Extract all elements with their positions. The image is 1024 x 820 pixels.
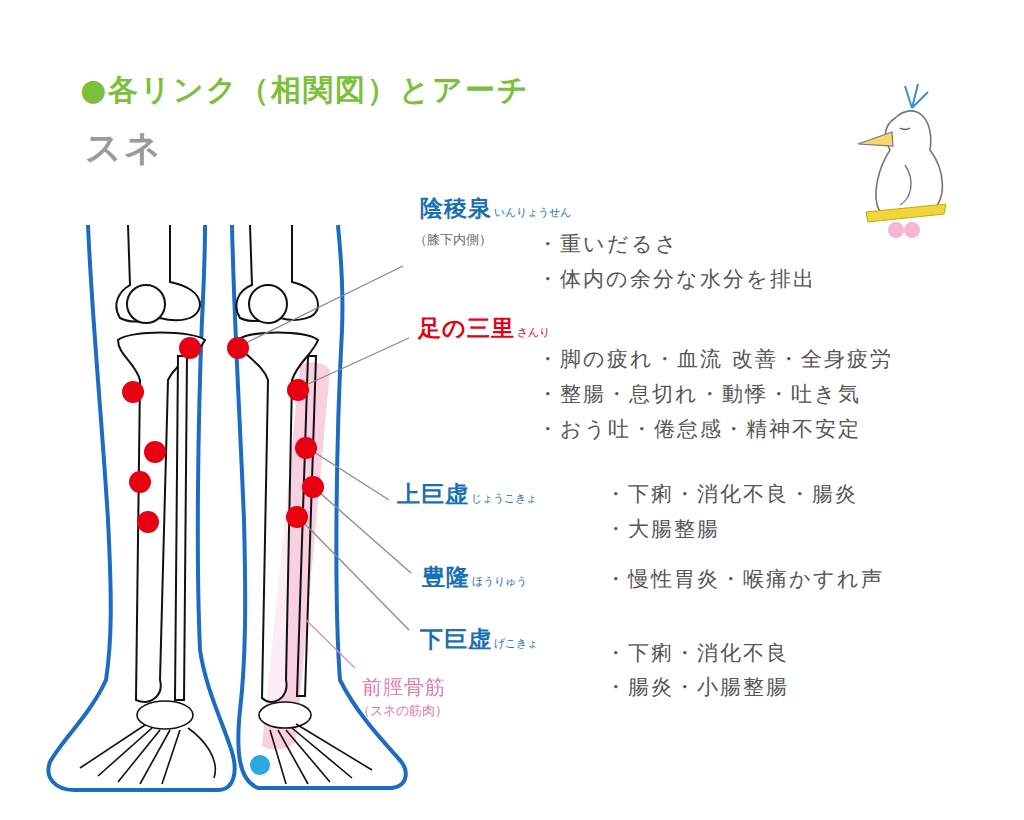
- acupoint-dot: [286, 506, 308, 528]
- muscle-name: 前脛骨筋: [362, 675, 446, 699]
- point-reading: じょうこきょ: [471, 492, 537, 505]
- acupoint-dot: [295, 437, 317, 459]
- label-slot: ・慢性胃炎・喉痛かすれ声: [605, 567, 884, 592]
- label-slot: ・腸炎・小腸整腸: [605, 675, 789, 700]
- label-slot: （スネの筋肉）: [357, 703, 448, 719]
- leader-line: [314, 452, 389, 500]
- label-slot: げこきょ: [494, 637, 538, 650]
- label-slot: さんり: [517, 326, 550, 339]
- muscle-note: （スネの筋肉）: [357, 703, 448, 719]
- ankle-bone: [259, 702, 311, 728]
- label-slot: ・下痢・消化不良・腸炎: [605, 482, 858, 507]
- leader-line: [304, 523, 409, 630]
- label-slot: ほうりゅう: [472, 575, 527, 588]
- leader-line: [306, 620, 355, 668]
- arch-dot: [250, 755, 270, 775]
- acupoint-dot: [287, 379, 309, 401]
- leader-lines: [246, 266, 411, 630]
- leader-line: [306, 338, 409, 385]
- point-reading: げこきょ: [494, 637, 538, 650]
- bird-body: [876, 111, 943, 212]
- label-slot: スネ: [85, 126, 163, 169]
- heel-bone: [188, 728, 215, 778]
- label-slot: じょうこきょ: [471, 492, 537, 505]
- leader-line: [246, 266, 403, 343]
- acupoint-dot: [302, 476, 324, 498]
- acupoint-dots: [122, 337, 324, 533]
- acupoint-dot: [144, 441, 166, 463]
- label-slot: ・下痢・消化不良: [605, 641, 789, 666]
- point-name: 豊隆: [422, 564, 470, 592]
- label-slot: 足の三里: [418, 315, 515, 343]
- acupoint-dot: [179, 337, 201, 359]
- label-slot: 下巨虚: [420, 626, 492, 654]
- label-slot: 上巨虚: [397, 481, 469, 509]
- acupoint-dot: [227, 337, 249, 359]
- point-name: 陰稜泉: [420, 195, 492, 223]
- patella: [127, 285, 165, 323]
- label-slot: 陰稜泉: [420, 195, 492, 223]
- point-name: 足の三里: [418, 315, 515, 343]
- label-slot: （膝下内側）: [414, 232, 492, 248]
- label-slot: ・重いだるさ: [537, 232, 679, 257]
- foot-bone: [162, 730, 180, 784]
- bird-beak: [858, 132, 893, 146]
- effect-text: ・下痢・消化不良: [605, 641, 789, 666]
- label-slot: ・体内の余分な水分を排出: [537, 267, 816, 292]
- bird-wing: [900, 165, 911, 205]
- point-reading: いんりょうせん: [494, 206, 571, 219]
- acupoint-dot: [137, 511, 159, 533]
- point-name: 上巨虚: [397, 481, 469, 509]
- effect-text: ・脚の疲れ・血流 改善・全身疲労: [537, 347, 893, 372]
- skateboard: [866, 204, 946, 222]
- patella: [249, 285, 287, 323]
- label-slot: ・整腸・息切れ・動悸・吐き気: [537, 382, 861, 407]
- point-reading: さんり: [517, 326, 550, 339]
- foot-bone: [270, 730, 286, 784]
- point-name: 下巨虚: [420, 626, 492, 654]
- acupoint-dot: [122, 381, 144, 403]
- section-heading: スネ: [85, 126, 163, 169]
- foot-bone: [278, 730, 308, 784]
- left-leg-outline: [48, 225, 234, 790]
- effect-text: ・下痢・消化不良・腸炎: [605, 482, 858, 507]
- effect-text: ・整腸・息切れ・動悸・吐き気: [537, 382, 861, 407]
- bird-eye: [900, 128, 910, 130]
- label-slot: ・おう吐・倦怠感・精神不安定: [537, 417, 861, 442]
- foot-bones: [80, 701, 215, 784]
- skateboard-wheel: [904, 222, 920, 238]
- ankle-bone: [137, 701, 193, 729]
- foot-bones: [259, 702, 372, 784]
- point-location: （膝下内側）: [414, 232, 492, 248]
- effect-text: ・体内の余分な水分を排出: [537, 267, 816, 292]
- bird-tuft: [905, 84, 928, 108]
- effect-text: ・重いだるさ: [537, 232, 679, 257]
- label-slot: 前脛骨筋: [362, 675, 446, 699]
- diagram-title: ●各リンク（相関図）とアーチ: [80, 72, 530, 108]
- foot-bone: [98, 728, 152, 776]
- effect-text: ・慢性胃炎・喉痛かすれ声: [605, 567, 884, 592]
- point-reading: ほうりゅう: [472, 575, 527, 588]
- tibia: [238, 333, 318, 702]
- effect-text: ・腸炎・小腸整腸: [605, 675, 789, 700]
- tibia: [118, 333, 205, 702]
- effect-text: ・大腸整腸: [605, 517, 720, 542]
- label-slot: 豊隆: [422, 564, 470, 592]
- bird-mascot: [858, 84, 946, 238]
- effect-text: ・おう吐・倦怠感・精神不安定: [537, 417, 861, 442]
- title-slot: ●各リンク（相関図）とアーチ: [80, 72, 530, 108]
- label-slot: ・脚の疲れ・血流 改善・全身疲労: [537, 347, 893, 372]
- label-slot: いんりょうせん: [494, 206, 571, 219]
- fibula: [175, 356, 187, 700]
- label-slot: ・大腸整腸: [605, 517, 720, 542]
- skateboard-wheel: [888, 222, 904, 238]
- acupoint-dot: [129, 471, 151, 493]
- foot-bone: [118, 730, 160, 782]
